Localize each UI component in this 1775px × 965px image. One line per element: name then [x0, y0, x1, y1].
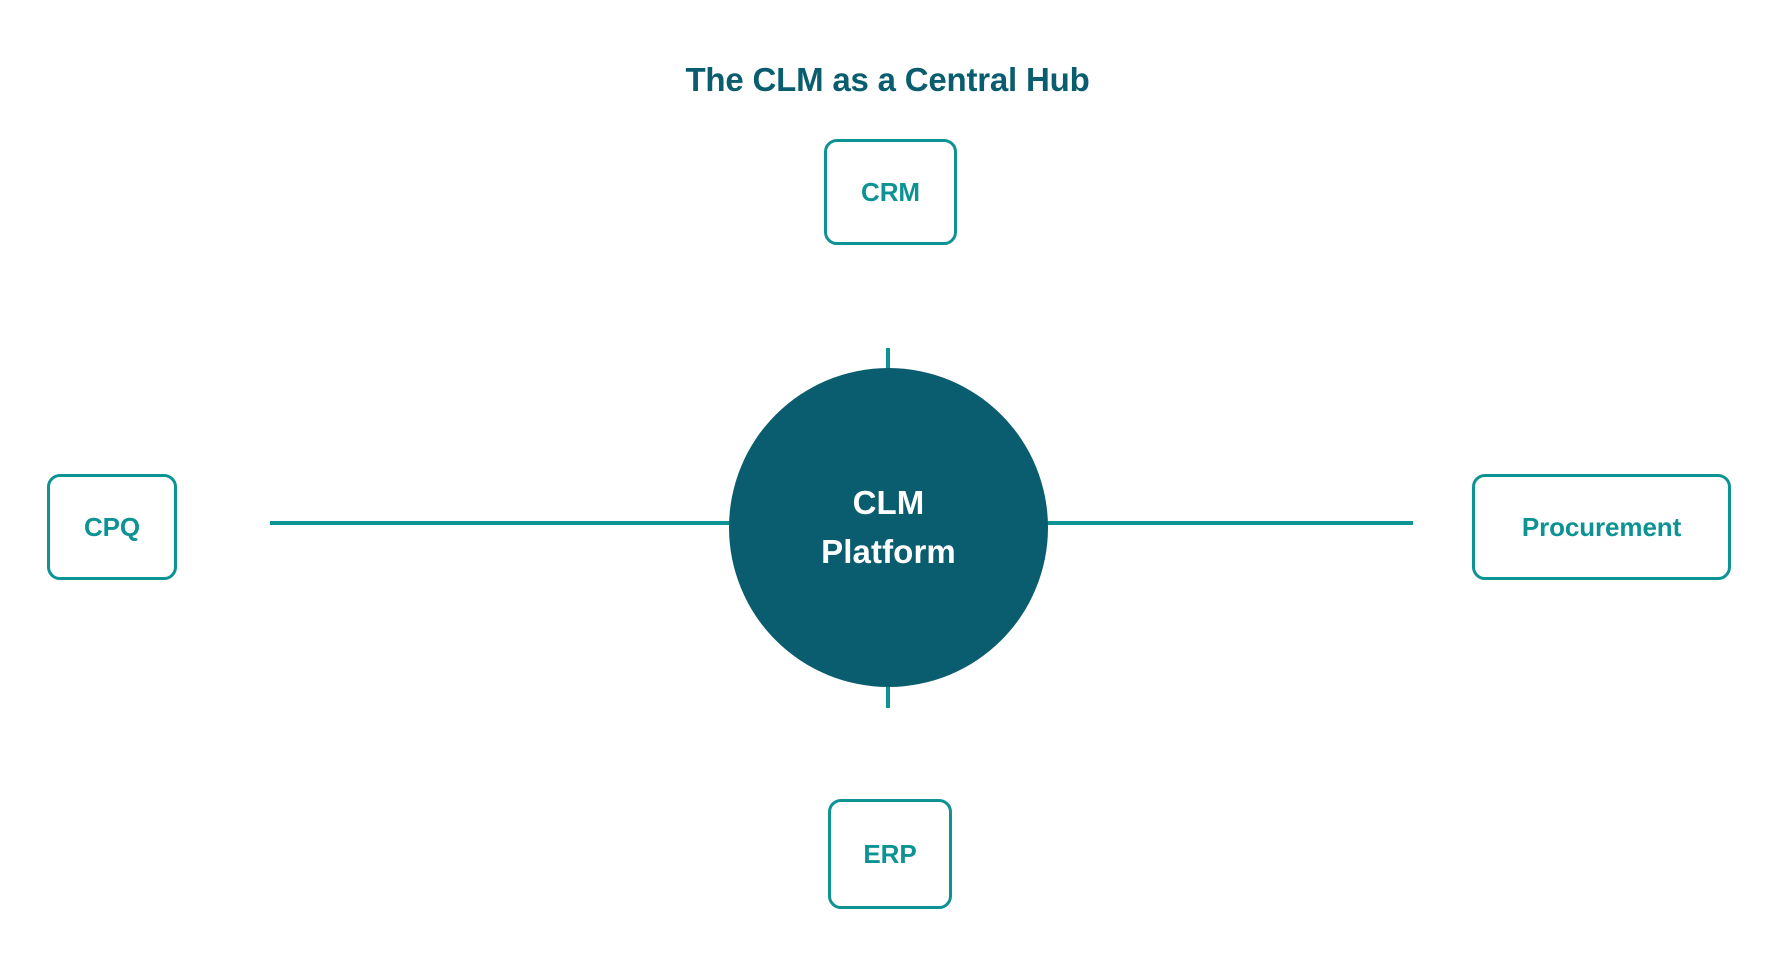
hub-label-line2: Platform	[821, 532, 956, 570]
hub-label-line1: CLM	[852, 483, 925, 521]
node-erp[interactable]: ERP	[828, 799, 952, 909]
connector-hub-to-procurement	[1045, 521, 1413, 525]
node-crm-label: CRM	[861, 176, 920, 207]
connector-hub-to-erp	[886, 682, 890, 708]
connector-hub-to-crm	[886, 348, 890, 374]
page-title: The CLM as a Central Hub	[685, 61, 1090, 98]
node-crm[interactable]: CRM	[824, 139, 957, 245]
hub-clm-platform[interactable]: CLM Platform	[729, 368, 1048, 687]
node-cpq[interactable]: CPQ	[47, 474, 177, 580]
node-erp-label: ERP	[863, 838, 917, 869]
node-procurement-label: Procurement	[1521, 511, 1682, 542]
node-cpq-label: CPQ	[83, 511, 141, 542]
connector-hub-to-cpq	[270, 521, 730, 525]
node-procurement[interactable]: Procurement	[1472, 474, 1731, 580]
